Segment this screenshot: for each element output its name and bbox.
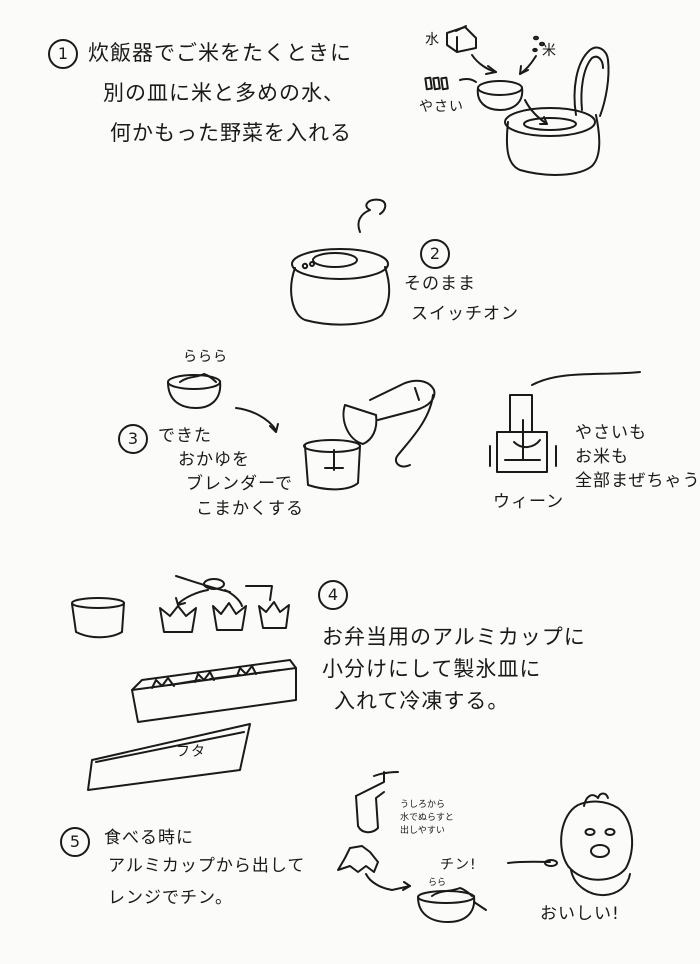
- step4-spoon-and-arrows: [175, 575, 273, 607]
- step1-rice-cooker-illustration: [504, 46, 610, 176]
- microwave-chin: チン!: [440, 857, 477, 873]
- tap-note-3: 出しやすい: [400, 826, 445, 836]
- blender-sound: ウィーン: [493, 492, 565, 512]
- rice-label: 米: [542, 43, 557, 59]
- step-1-line-3: 何かもった野菜を入れる: [110, 121, 352, 145]
- tap-note-1: うしろから: [400, 800, 446, 810]
- step-5-line-3: レンジでチン。: [108, 888, 233, 908]
- yum-text: おいしい!: [540, 904, 620, 924]
- step-2-line-2: スイッチオン: [411, 304, 519, 324]
- lid-label: フタ: [176, 744, 206, 760]
- vegetable-sticks-icon: [424, 76, 449, 91]
- step4-porridge-container: [71, 597, 125, 639]
- step3-hand-blender: [342, 379, 436, 468]
- step1-bowl-illustration: [476, 80, 524, 111]
- step1-arrows: [459, 54, 548, 125]
- step-3-line-2: おかゆを: [178, 450, 250, 470]
- water-pack-icon: [446, 25, 477, 53]
- step-4-line-3: 入れて冷凍する。: [334, 689, 510, 713]
- step-3-line-4: こまかくする: [196, 499, 304, 519]
- step-5-number: 5: [60, 827, 90, 857]
- step3-arrow: [235, 407, 279, 433]
- step-1-line-1: 炊飯器でご米をたくときに: [88, 41, 352, 65]
- step4-aluminum-cups: [159, 601, 290, 633]
- step-3-line-1: できた: [158, 426, 212, 446]
- step-1-line-2: 別の皿に米と多めの水、: [103, 81, 345, 105]
- step-1-number: 1: [48, 39, 78, 69]
- step-4-number: 4: [318, 580, 348, 610]
- step-4-line-1: お弁当用のアルミカップに: [322, 625, 586, 649]
- step-2-line-1: そのまま: [404, 274, 476, 294]
- step5-bowl: [417, 887, 487, 923]
- step3-porridge-bowl: [167, 373, 222, 409]
- step-5-line-1: 食べる時に: [104, 828, 194, 848]
- step4-lid: [87, 723, 251, 791]
- step-5-line-2: アルミカップから出して: [108, 856, 306, 876]
- water-label: 水: [425, 32, 440, 48]
- tap-note-2: 水でぬらすと: [400, 813, 454, 823]
- step4-ice-tray: [131, 659, 297, 723]
- step-5-steam: らら: [428, 878, 447, 888]
- step3-blender-jar: [489, 371, 641, 473]
- vegetable-label: やさい: [419, 99, 464, 115]
- step-4-line-2: 小分けにして製氷皿に: [322, 657, 542, 681]
- step-2-number: 2: [420, 239, 450, 269]
- step5-tap-and-cup: [337, 771, 411, 891]
- step-3-note-1: やさいも: [575, 423, 647, 443]
- step2-rice-cooker-illustration: [290, 198, 391, 326]
- step-3-steam: ららら: [183, 349, 228, 365]
- step-3-line-3: ブレンダーで: [186, 474, 293, 494]
- step3-blender-cup: [303, 439, 361, 491]
- step-3-note-3: 全部まぜちゃう: [575, 471, 700, 491]
- step-3-number: 3: [118, 424, 148, 454]
- baby-face-illustration: [507, 792, 634, 897]
- step-3-note-2: お米も: [575, 447, 629, 467]
- rice-grains-icon: [532, 35, 545, 53]
